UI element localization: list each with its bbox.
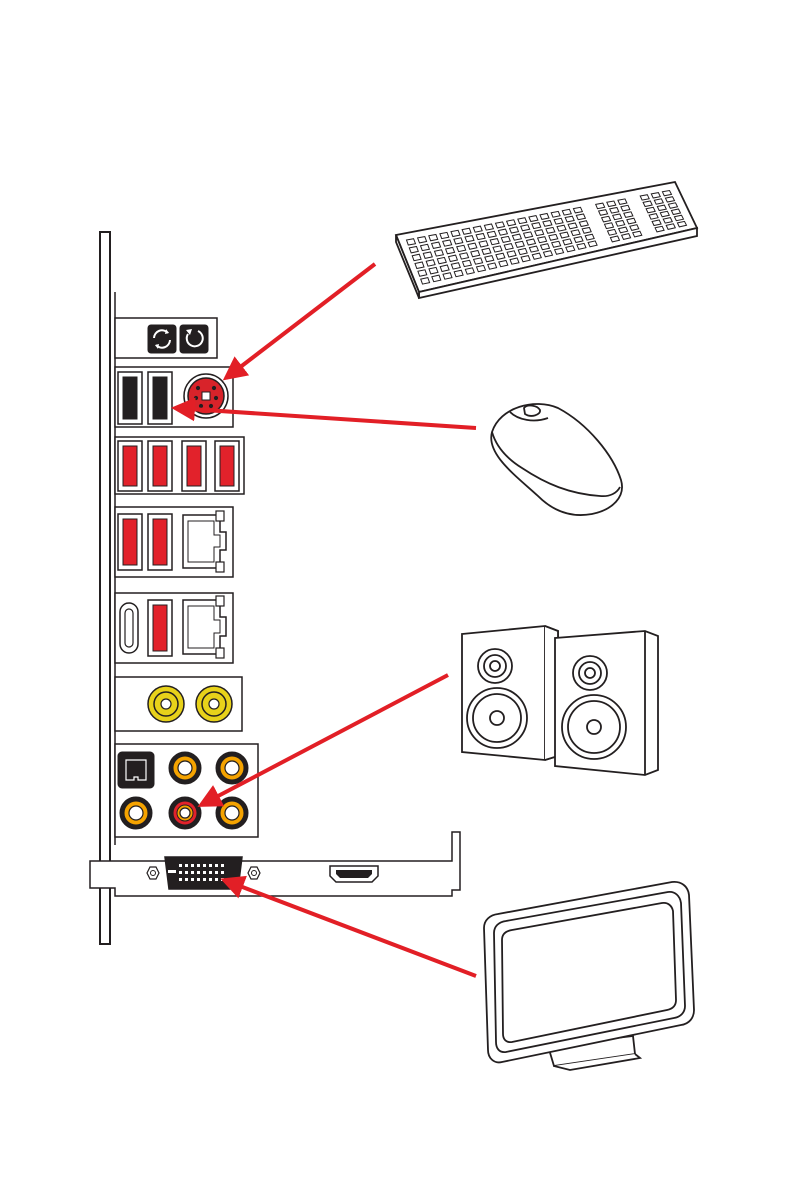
audio-jack[interactable]	[216, 752, 248, 784]
audio-jack[interactable]	[169, 752, 201, 784]
usb-a-red[interactable]	[118, 514, 142, 570]
usb-c-port[interactable]	[120, 603, 138, 653]
usb-lan-group-1	[115, 507, 233, 577]
hdmi-port[interactable]	[330, 866, 378, 882]
bios-button-group	[115, 318, 217, 358]
audio-jack-red[interactable]	[169, 797, 201, 829]
audio-jack[interactable]	[216, 797, 248, 829]
usb-a-red[interactable]	[148, 600, 172, 656]
wifi-antenna-group	[115, 677, 242, 731]
screw-icon	[248, 867, 260, 879]
mouse-icon	[491, 404, 622, 515]
antenna-connector[interactable]	[196, 686, 232, 722]
antenna-connector[interactable]	[148, 686, 184, 722]
optical-spdif[interactable]	[118, 752, 154, 788]
usb-a-red[interactable]	[215, 441, 239, 491]
usb-a-red[interactable]	[148, 514, 172, 570]
rj45-port[interactable]	[183, 511, 226, 572]
usb-a-red[interactable]	[148, 441, 172, 491]
usb-a-red[interactable]	[182, 441, 206, 491]
keyboard-icon	[396, 182, 697, 298]
audio-group	[115, 744, 258, 837]
usb-a-red[interactable]	[118, 441, 142, 491]
graphics-card-bracket	[90, 832, 460, 944]
monitor-icon	[484, 882, 694, 1070]
clear-cmos-icon[interactable]	[180, 325, 208, 353]
usb-a-black[interactable]	[148, 372, 172, 424]
speakers-icon	[462, 626, 658, 775]
usb-red-row-group	[115, 437, 244, 494]
rj45-port[interactable]	[183, 596, 226, 658]
audio-jack[interactable]	[120, 797, 152, 829]
usbc-lan-group-2	[115, 593, 233, 663]
usb-a-black[interactable]	[118, 372, 142, 424]
bios-flashback-icon[interactable]	[148, 325, 176, 353]
usb-ps2-group	[115, 367, 233, 427]
arrow-keyboard-to-ps2	[226, 264, 375, 378]
screw-icon	[147, 867, 159, 879]
